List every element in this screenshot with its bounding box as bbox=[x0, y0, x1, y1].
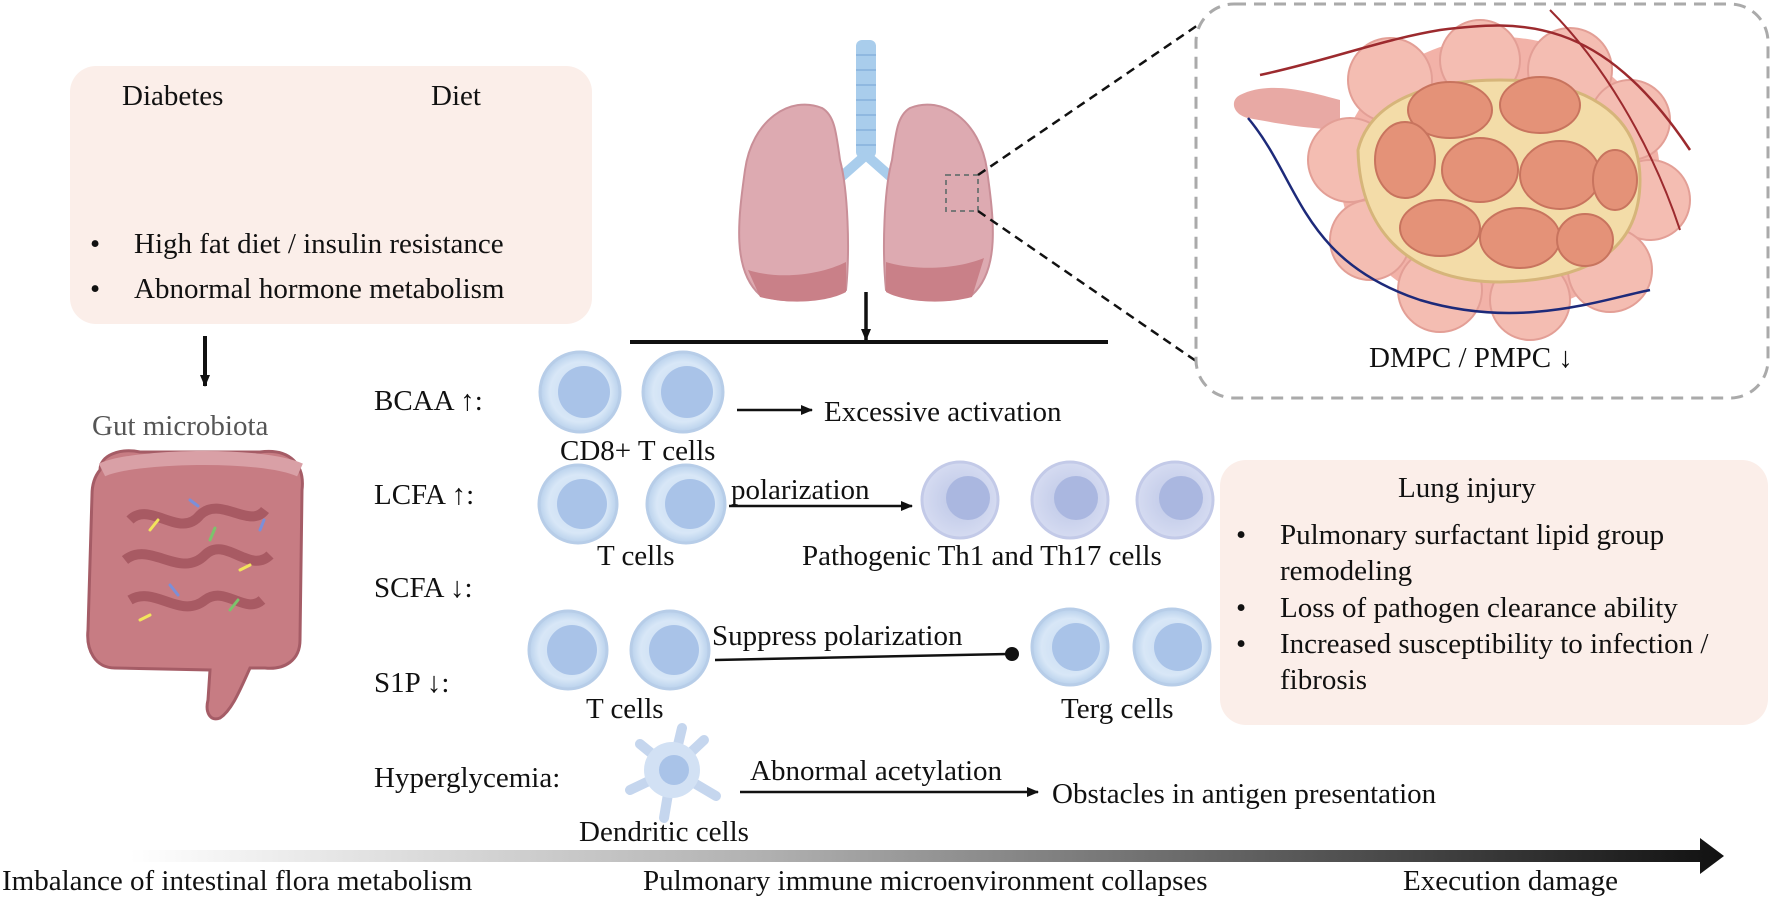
lung-injury-title: Lung injury bbox=[1398, 472, 1536, 504]
injury-bullet: Increased susceptibility to infection / … bbox=[1230, 626, 1750, 699]
dendritic-cells-label: Dendritic cells bbox=[579, 816, 749, 848]
scfa-label: SCFA ↓: bbox=[374, 572, 473, 604]
excessive-activation-label: Excessive activation bbox=[824, 396, 1062, 428]
lung-icon bbox=[738, 40, 994, 302]
cd8-t-cells-label: CD8+ T cells bbox=[560, 435, 716, 467]
zoom-line-top bbox=[977, 8, 1221, 177]
lcfa-t-cells-label: T cells bbox=[597, 540, 675, 572]
polarization-label: polarization bbox=[731, 474, 870, 506]
injury-bullet: Loss of pathogen clearance ability bbox=[1230, 590, 1750, 627]
risk-bullet: Abnormal hormone metabolism bbox=[84, 271, 505, 308]
s1p-label: S1P ↓: bbox=[374, 667, 450, 699]
s1p-t-cells-label: T cells bbox=[586, 693, 664, 725]
alveoli-icon bbox=[1233, 9, 1692, 341]
lcfa-t-cell-1 bbox=[537, 463, 619, 545]
antigen-presentation-label: Obstacles in antigen presentation bbox=[1052, 778, 1437, 810]
gut-microbiota-icon bbox=[86, 449, 304, 721]
abnormal-acetylation-label: Abnormal acetylation bbox=[750, 755, 1003, 787]
timeline-arrow bbox=[130, 838, 1724, 874]
diet-label: Diet bbox=[431, 80, 481, 112]
suppress-polarization-line bbox=[714, 652, 1009, 662]
timeline-start-label: Imbalance of intestinal flora metabolism bbox=[2, 865, 473, 897]
cd8-t-cell-2 bbox=[641, 350, 725, 434]
zoom-line-bottom bbox=[977, 209, 1213, 374]
hyperglycemia-label: Hyperglycemia: bbox=[374, 762, 561, 794]
gut-microbiota-label: Gut microbiota bbox=[92, 410, 269, 442]
th-cell-3 bbox=[1135, 460, 1215, 540]
s1p-t-cell-2 bbox=[629, 609, 711, 691]
cd8-t-cell-1 bbox=[538, 350, 622, 434]
th-cell-1 bbox=[920, 460, 1000, 540]
terg-cell-2 bbox=[1132, 607, 1212, 687]
inhibition-dot bbox=[1005, 647, 1019, 661]
risk-bullets: High fat diet / insulin resistance Abnor… bbox=[84, 226, 505, 308]
alveoli-label: DMPC / PMPC ↓ bbox=[1369, 342, 1573, 374]
lcfa-label: LCFA ↑: bbox=[374, 479, 475, 511]
terg-cell-1 bbox=[1030, 607, 1110, 687]
dendritic-cell-icon bbox=[625, 723, 721, 823]
risk-bullet: High fat diet / insulin resistance bbox=[84, 226, 505, 263]
diabetes-label: Diabetes bbox=[122, 80, 224, 112]
bcaa-label: BCAA ↑: bbox=[374, 385, 483, 417]
lung-injury-bullets: Pulmonary surfactant lipid group remodel… bbox=[1230, 517, 1750, 698]
terg-cells-label: Terg cells bbox=[1061, 693, 1174, 725]
s1p-t-cell-1 bbox=[527, 609, 609, 691]
pathogenic-cells-label: Pathogenic Th1 and Th17 cells bbox=[802, 540, 1162, 572]
injury-bullet: Pulmonary surfactant lipid group remodel… bbox=[1230, 517, 1750, 590]
th-cell-2 bbox=[1030, 460, 1110, 540]
lcfa-t-cell-2 bbox=[645, 463, 727, 545]
timeline-end-label: Execution damage bbox=[1403, 865, 1618, 897]
timeline-middle-label: Pulmonary immune microenvironment collap… bbox=[643, 865, 1208, 897]
suppress-polarization-label: Suppress polarization bbox=[712, 620, 963, 652]
